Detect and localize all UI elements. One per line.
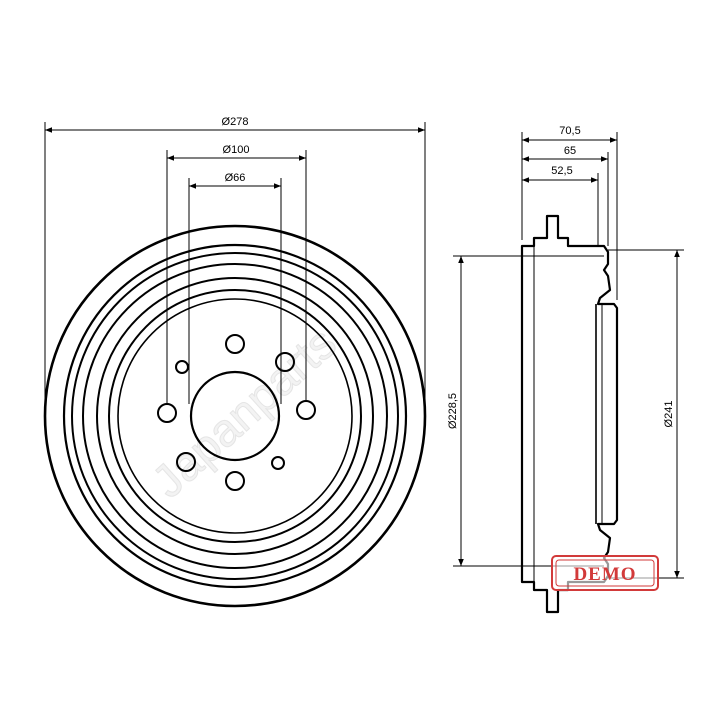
- drum-ring: [62, 243, 408, 589]
- small-hole: [175, 360, 189, 374]
- bolt-hole: [296, 400, 316, 420]
- dim-label-outer-diameter: Ø278: [222, 116, 249, 128]
- bolt-hole: [157, 403, 177, 423]
- demo-stamp: DEMO: [551, 555, 659, 591]
- drum-ring: [82, 263, 388, 569]
- dim-label-braking-diameter: Ø228,5: [447, 393, 459, 429]
- demo-stamp-inner-border: [555, 559, 655, 587]
- dim-label-width-inner: 52,5: [551, 165, 572, 177]
- drum-ring: [71, 252, 399, 580]
- small-hole: [271, 456, 285, 470]
- bolt-hole: [225, 471, 245, 491]
- side-view-labels: 70,5 65 52,5 Ø228,5 Ø241: [447, 125, 675, 429]
- dim-label-outer-diameter: Ø241: [663, 401, 675, 428]
- drum-ring: [96, 277, 374, 555]
- bolt-hole: [176, 452, 196, 472]
- side-view: [453, 132, 684, 614]
- front-view-labels: Ø278 Ø100 Ø66: [222, 116, 250, 184]
- dim-label-bolt-circle: Ø100: [223, 144, 250, 156]
- demo-stamp-border: [551, 555, 659, 591]
- bolt-hole: [225, 334, 245, 354]
- drum-ring: [108, 289, 362, 543]
- dim-label-center-hole: Ø66: [225, 172, 246, 184]
- center-hole: [189, 370, 281, 462]
- dim-label-width-total: 70,5: [559, 125, 580, 137]
- dim-label-width-mid: 65: [564, 145, 576, 157]
- bolt-hole: [275, 352, 295, 372]
- drum-ring: [117, 298, 353, 534]
- front-view: [43, 122, 427, 608]
- drum-profile-outer: [520, 214, 619, 614]
- demo-stamp-text: DEMO: [573, 564, 636, 585]
